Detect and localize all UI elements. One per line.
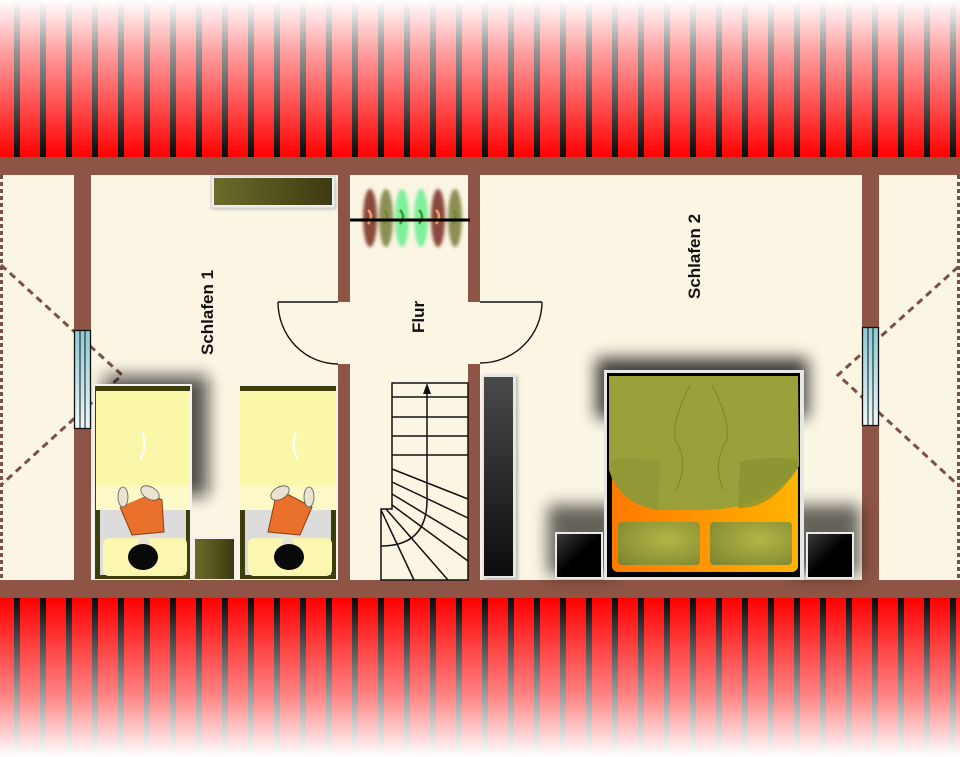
roof-tile-stripe (274, 598, 280, 757)
roof-tile-stripe (144, 0, 150, 157)
bed-1 (93, 376, 208, 580)
roof-tile-stripe (196, 0, 202, 157)
roof-tile-stripe (222, 0, 228, 157)
roof-tile-stripe (716, 598, 722, 757)
roof-tile-stripe (456, 598, 462, 757)
room-label-flur: Flur (409, 301, 428, 333)
roof-tile-stripe (482, 0, 488, 157)
roof-tile-stripe (898, 598, 904, 757)
roof-tile-stripe (638, 0, 644, 157)
roof-tile-stripe (820, 0, 826, 157)
roof-tile-stripe (14, 0, 20, 157)
roof-tile-stripe (508, 0, 514, 157)
roof-tile-stripe (534, 0, 540, 157)
roof-tile-stripe (92, 0, 98, 157)
roof-tile-stripe (612, 0, 618, 157)
roof-tile-stripe (430, 598, 436, 757)
door-schlafen2[interactable] (466, 301, 543, 364)
roof-tile-stripe (170, 0, 176, 157)
window-left (73, 329, 92, 430)
roof-tile-stripe (742, 598, 748, 757)
roof-tile-stripe (612, 598, 618, 757)
roof-tile-stripe (118, 598, 124, 757)
roof-tile-stripe (14, 598, 20, 757)
roof-tile-stripe (534, 598, 540, 757)
staircase (380, 382, 469, 581)
roof-tile-stripe (846, 0, 852, 157)
room-label-schlafen1: Schlafen 1 (198, 270, 217, 355)
roof-tile-stripe (274, 0, 280, 157)
roof-tile-stripe (950, 598, 956, 757)
roof-tile-stripe (586, 598, 592, 757)
roof-bottom (0, 598, 960, 757)
roof-tile-stripe (378, 0, 384, 157)
room-label-schlafen2: Schlafen 2 (685, 214, 704, 299)
roof-tile-stripe (222, 598, 228, 757)
clothes-rack (350, 189, 470, 247)
roof-tile-stripe (300, 598, 306, 757)
roof-tile-stripe (144, 598, 150, 757)
roof-tile-stripe (378, 598, 384, 757)
roof-tile-stripe (326, 598, 332, 757)
roof-tile-stripe (456, 0, 462, 157)
roof-tile-stripe (404, 0, 410, 157)
roof-tile-stripe (560, 0, 566, 157)
roof-tile-stripe (326, 0, 332, 157)
roof-tile-stripe (742, 0, 748, 157)
roof-tile-stripe (248, 0, 254, 157)
nightstand-left-schlafen2 (555, 532, 603, 579)
window-right (861, 326, 880, 427)
roof-tile-stripe (690, 598, 696, 757)
roof-tile-stripe (404, 598, 410, 757)
roof-tile-stripe (352, 0, 358, 157)
bed-2 (240, 384, 338, 580)
roof-tile-stripe (40, 598, 46, 757)
roof-tile-stripe (768, 598, 774, 757)
roof-tile-stripe (716, 0, 722, 157)
person-2 (267, 485, 315, 570)
roof-tile-stripe (898, 0, 904, 157)
roof-tile-stripe (66, 598, 72, 757)
roof-tile-stripe (924, 598, 930, 757)
roof-tile-stripe (924, 0, 930, 157)
knee-wall-lines (0, 175, 960, 580)
roof-tile-stripe (196, 598, 202, 757)
door-schlafen1[interactable] (277, 301, 352, 365)
window-swing-lines (0, 263, 960, 487)
roof-tile-stripe (170, 598, 176, 757)
roof-top (0, 0, 960, 157)
roof-tile-stripe (638, 598, 644, 757)
roof-tile-stripe (872, 0, 878, 157)
person-1 (117, 485, 165, 570)
wardrobe-schlafen1 (210, 175, 336, 209)
roof-tile-stripe (118, 0, 124, 157)
roof-tile-stripe (664, 598, 670, 757)
roof-tile-stripe (872, 598, 878, 757)
roof-tile-stripe (482, 598, 488, 757)
roof-tile-stripe (768, 0, 774, 157)
cabinet-schlafen2 (482, 374, 518, 580)
roof-tile-stripe (92, 598, 98, 757)
roof-tile-stripe (352, 598, 358, 757)
roof-tile-stripe (66, 0, 72, 157)
roof-tile-stripe (950, 0, 956, 157)
roof-tile-stripe (820, 598, 826, 757)
roof-tile-stripe (430, 0, 436, 157)
roof-tile-stripe (794, 598, 800, 757)
roof-tile-stripe (300, 0, 306, 157)
roof-tile-stripe (248, 598, 254, 757)
roof-tile-stripe (664, 0, 670, 157)
roof-tile-stripe (846, 598, 852, 757)
roof-tile-stripe (40, 0, 46, 157)
roof-tile-stripe (690, 0, 696, 157)
nightstand-schlafen1 (193, 537, 236, 580)
roof-tile-stripe (508, 598, 514, 757)
roof-tile-stripe (794, 0, 800, 157)
roof-tile-stripe (586, 0, 592, 157)
nightstand-right-schlafen2 (806, 532, 854, 579)
roof-tile-stripe (560, 598, 566, 757)
double-bed (548, 358, 860, 580)
